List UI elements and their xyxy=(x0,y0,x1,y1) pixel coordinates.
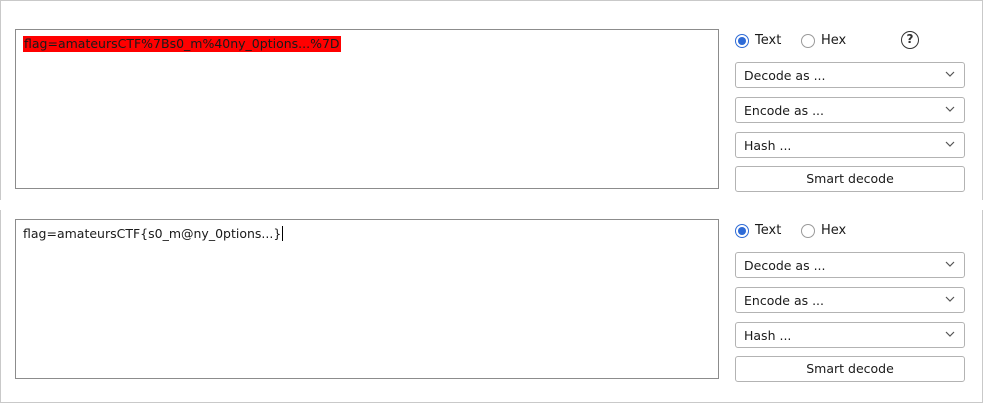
hash-label: Hash ... xyxy=(744,328,792,343)
encoded-controls: Text Hex ? Decode as ... Encode as ... H… xyxy=(735,29,967,192)
decode-as-dropdown[interactable]: Decode as ... xyxy=(735,62,965,88)
encode-as-label: Encode as ... xyxy=(744,103,825,118)
decoded-text-line: flag=amateursCTF{s0_m@ny_0ptions...} xyxy=(23,226,284,242)
format-radio-group: Text Hex ? xyxy=(735,29,967,53)
format-hex-radio[interactable]: Hex xyxy=(801,33,846,49)
format-radio-group: Text Hex xyxy=(735,219,967,243)
format-hex-label: Hex xyxy=(821,223,847,238)
decoded-text: flag=amateursCTF{s0_m@ny_0ptions...} xyxy=(23,226,282,241)
format-text-label: Text xyxy=(755,223,782,238)
format-text-label: Text xyxy=(755,33,782,48)
decoded-controls: Text Hex Decode as ... Encode as ... Has… xyxy=(735,219,967,382)
radio-selected-icon xyxy=(735,34,749,48)
hash-label: Hash ... xyxy=(744,138,792,153)
chevron-down-icon xyxy=(945,141,955,147)
decoded-text-area[interactable]: flag=amateursCTF{s0_m@ny_0ptions...} xyxy=(15,219,719,379)
chevron-down-icon xyxy=(945,261,955,267)
text-caret xyxy=(282,226,284,241)
encode-as-dropdown[interactable]: Encode as ... xyxy=(735,97,965,123)
hash-dropdown[interactable]: Hash ... xyxy=(735,132,965,158)
smart-decode-button[interactable]: Smart decode xyxy=(735,166,965,192)
radio-selected-icon xyxy=(735,224,749,238)
encode-as-dropdown[interactable]: Encode as ... xyxy=(735,287,965,313)
chevron-down-icon xyxy=(945,331,955,337)
format-text-radio[interactable]: Text xyxy=(735,33,781,49)
encoded-panel: flag=amateursCTF%7Bs0_m%40ny_0ptions...%… xyxy=(0,0,983,200)
decode-as-label: Decode as ... xyxy=(744,68,826,83)
encoded-text: flag=amateursCTF%7Bs0_m%40ny_0ptions...%… xyxy=(23,36,341,52)
panel-divider xyxy=(0,200,983,210)
format-text-radio[interactable]: Text xyxy=(735,223,781,239)
encode-as-label: Encode as ... xyxy=(744,293,825,308)
encoded-text-area[interactable]: flag=amateursCTF%7Bs0_m%40ny_0ptions...%… xyxy=(15,29,719,189)
decode-as-dropdown[interactable]: Decode as ... xyxy=(735,252,965,278)
chevron-down-icon xyxy=(945,71,955,77)
help-circle-icon[interactable]: ? xyxy=(901,31,919,49)
chevron-down-icon xyxy=(945,106,955,112)
radio-unselected-icon xyxy=(801,224,815,238)
decoded-panel: flag=amateursCTF{s0_m@ny_0ptions...} Tex… xyxy=(0,210,983,403)
chevron-down-icon xyxy=(945,296,955,302)
decode-as-label: Decode as ... xyxy=(744,258,826,273)
hash-dropdown[interactable]: Hash ... xyxy=(735,322,965,348)
format-hex-label: Hex xyxy=(821,33,847,48)
radio-unselected-icon xyxy=(801,34,815,48)
smart-decode-button[interactable]: Smart decode xyxy=(735,356,965,382)
format-hex-radio[interactable]: Hex xyxy=(801,223,846,239)
